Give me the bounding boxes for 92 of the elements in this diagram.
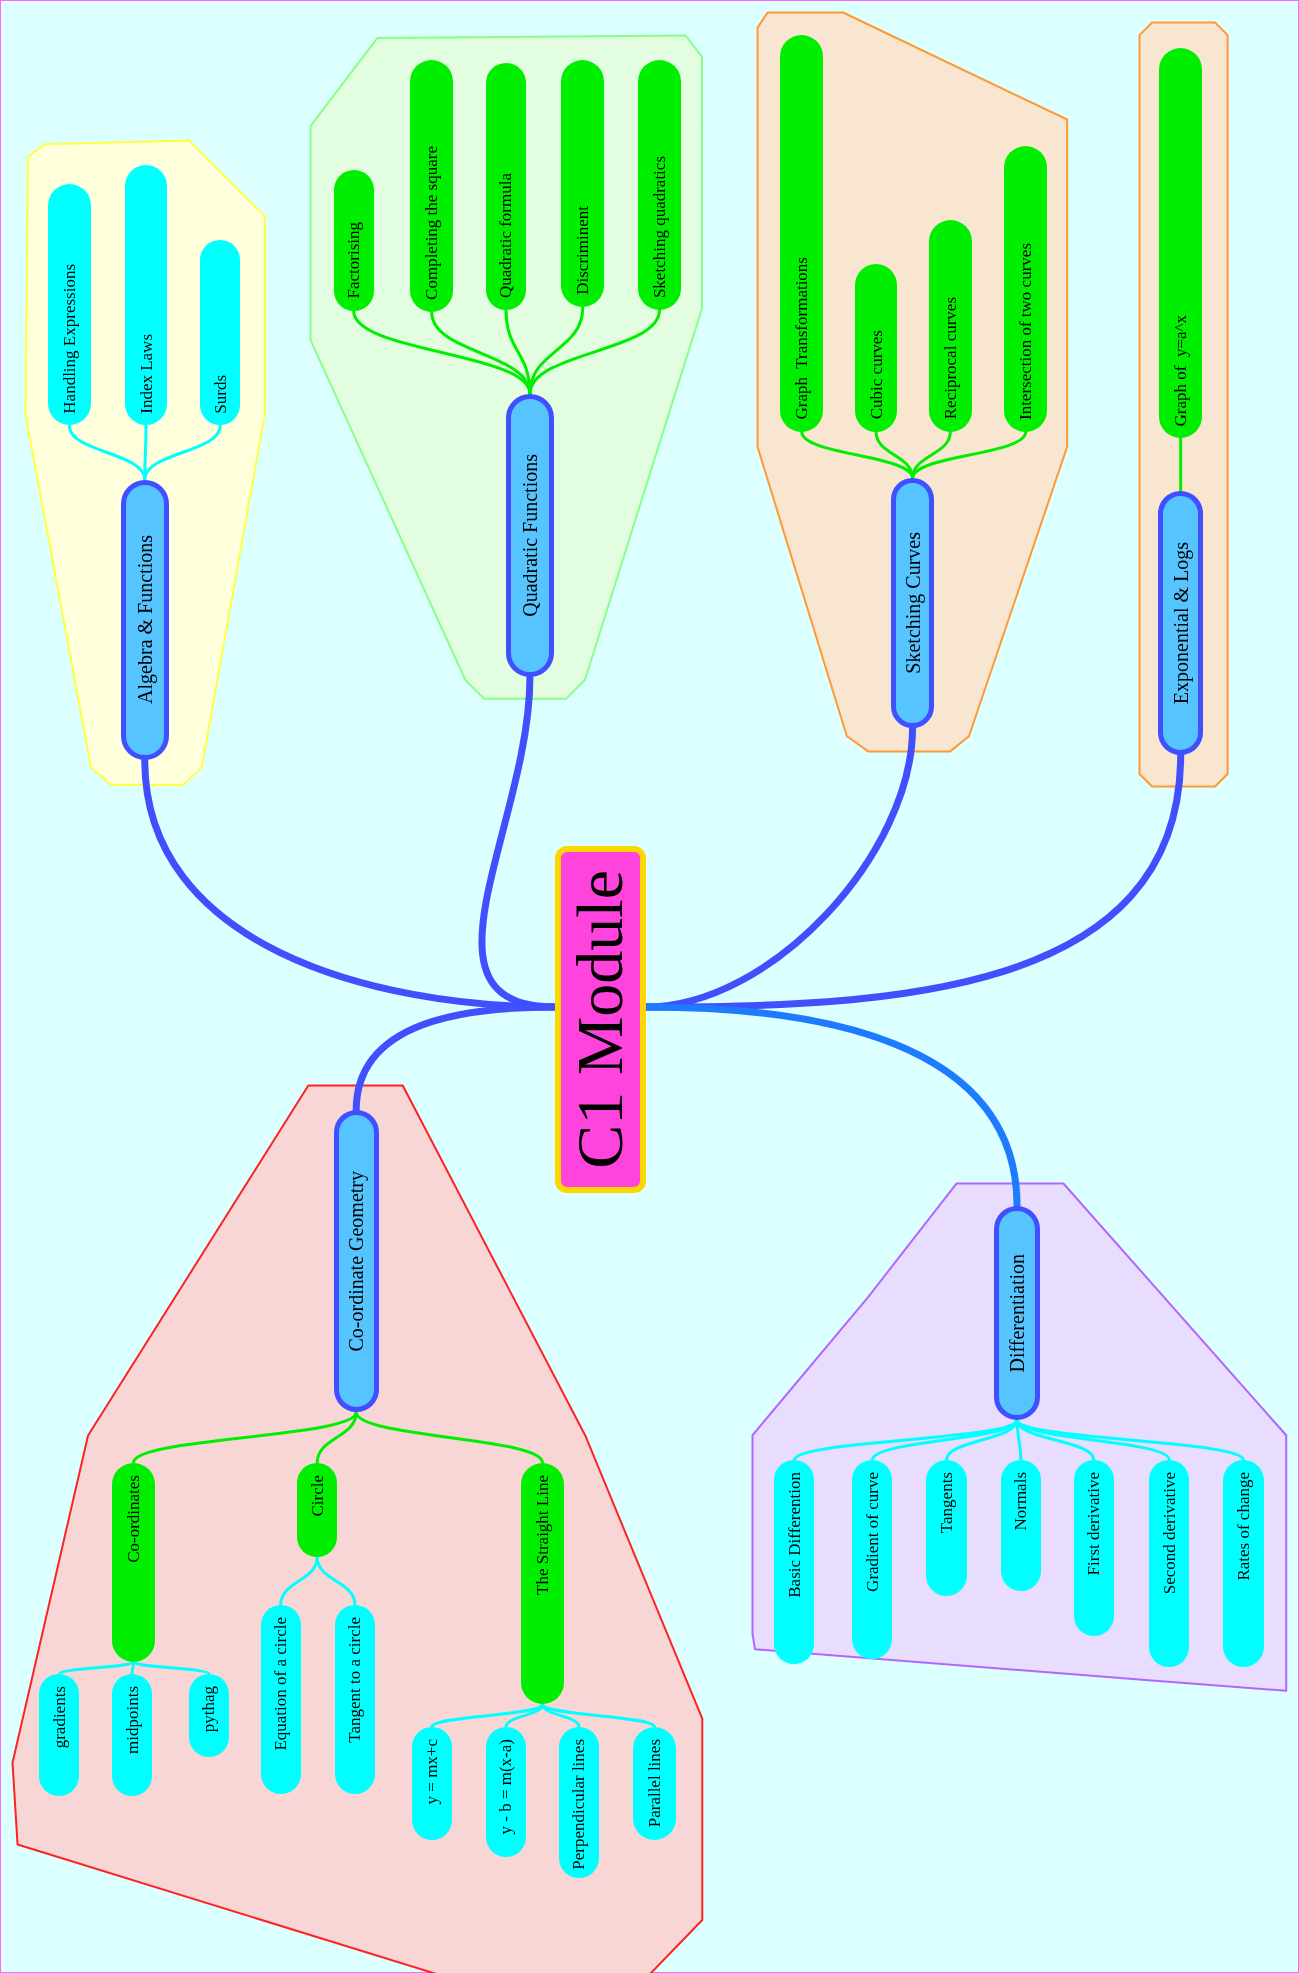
topic-label: Co-ordinates [124, 1474, 142, 1563]
branch-topic-pill [994, 1205, 1040, 1420]
connector-line [143, 423, 222, 482]
connector-line [130, 1660, 135, 1676]
topic-label: Second derivative [1160, 1472, 1178, 1595]
topic-label: midpoints [123, 1686, 141, 1755]
topic-label: y - b = m(x-a) [497, 1738, 515, 1835]
topic-label: Surds [211, 374, 229, 414]
topic-label: Quadratic formula [497, 172, 515, 298]
subtopic-pill [1149, 1460, 1190, 1667]
topic-label: Factorising [345, 222, 363, 299]
topic-label: Equation of a circle [272, 1616, 290, 1751]
subtopic-pill [780, 35, 824, 432]
connector-line [528, 308, 662, 396]
subtopic-pill [926, 1460, 967, 1597]
topic-label: Exponential & Logs [1170, 541, 1191, 705]
subtopic-pill [260, 1604, 301, 1794]
topic-label: C1 Module [567, 870, 634, 1169]
group-boundary [10, 1082, 705, 1973]
topic-label: Sketching Curves [902, 532, 923, 674]
connector-line [541, 1702, 657, 1729]
subtopic-pill [1223, 1460, 1264, 1667]
subtopic-pill [1000, 1460, 1041, 1591]
topic-label: Co-ordinate Geometry [346, 1170, 367, 1352]
subtopic-pill [1073, 1460, 1114, 1637]
subtopic-pill [521, 1462, 564, 1705]
topic-label: Cubic curves [867, 330, 885, 420]
subtopic-pill [410, 60, 454, 313]
subtopic-pill [852, 1460, 893, 1659]
subtopic-pill [112, 1674, 153, 1797]
topic-label: Perpendicular lines [570, 1738, 588, 1870]
topic-label: Handling Expressions [60, 263, 78, 414]
topic-label: Intersection of two curves [1017, 242, 1035, 420]
connector-line [430, 1702, 544, 1729]
topic-label: First derivative [1085, 1472, 1103, 1576]
topic-label: Reciprocal curves [941, 297, 959, 420]
connector-line [504, 308, 532, 396]
connector-line [1179, 436, 1183, 493]
subtopic-pill [1004, 146, 1048, 432]
group-boundary [308, 32, 705, 702]
subtopic-pill [561, 60, 605, 308]
subtopic-pill [112, 1462, 155, 1662]
branch-topic-pill [506, 393, 554, 678]
topic-label: Circle [308, 1474, 326, 1517]
subtopic-pill [638, 60, 681, 310]
connector-line [131, 1660, 211, 1676]
subtopic-pill [124, 164, 168, 426]
connector-line [354, 1410, 544, 1465]
subtopic-pill [39, 1674, 80, 1797]
group-boundary [755, 10, 1070, 754]
topic-label: Quadratic Functions [519, 454, 540, 617]
branch-topic-pill [333, 1110, 379, 1413]
topic-label: Graph Transformations [793, 257, 811, 420]
connector-line [57, 1660, 135, 1676]
subtopic-pill [333, 169, 374, 311]
topic-label: Basic Differention [785, 1472, 803, 1598]
topic-label: pythag [200, 1686, 218, 1733]
topic-label: Graph of y=a^x [1172, 314, 1190, 426]
subtopic-pill [1159, 47, 1203, 438]
topic-label: Normals [1012, 1472, 1030, 1531]
subtopic-pill [774, 1460, 815, 1664]
topic-label: gradients [50, 1686, 68, 1749]
subtopic-pill [334, 1604, 376, 1794]
branch-topic-pill [891, 478, 934, 728]
topic-label: Parallel lines [646, 1738, 663, 1828]
group-boundary [22, 138, 267, 788]
topic-label: Differentiation [1007, 1253, 1028, 1373]
topic-label: Algebra & Functions [134, 535, 155, 705]
topic-label: Tangents [938, 1472, 956, 1534]
topic-label: The Straight Line [534, 1474, 551, 1595]
topic-label: y = mx+c [423, 1738, 441, 1805]
topic-label: Discriminent [574, 206, 592, 296]
topic-label: Sketching quadratics [651, 155, 669, 298]
connector-line [911, 430, 1028, 480]
central-topic-box [555, 845, 646, 1194]
group-boundary [1136, 20, 1230, 790]
group-boundary [750, 1180, 1289, 1693]
subtopic-pill [854, 264, 898, 432]
subtopic-pill [633, 1726, 676, 1841]
topic-label: Index Laws [137, 333, 155, 414]
subtopic-pill [485, 62, 527, 310]
connector-line [315, 1555, 357, 1607]
topic-label: Gradient of curve [863, 1472, 881, 1592]
subtopic-pill [297, 1462, 338, 1557]
topic-label: Tangent to a circle [346, 1616, 364, 1743]
subtopic-pill [928, 220, 972, 432]
topic-label: Completing the square [423, 146, 441, 301]
branch-topic-pill [1158, 490, 1204, 756]
topic-label: Rates of change [1235, 1472, 1253, 1581]
connector-line [131, 1410, 358, 1465]
subtopic-pill [200, 240, 241, 426]
subtopic-pill [558, 1726, 600, 1878]
